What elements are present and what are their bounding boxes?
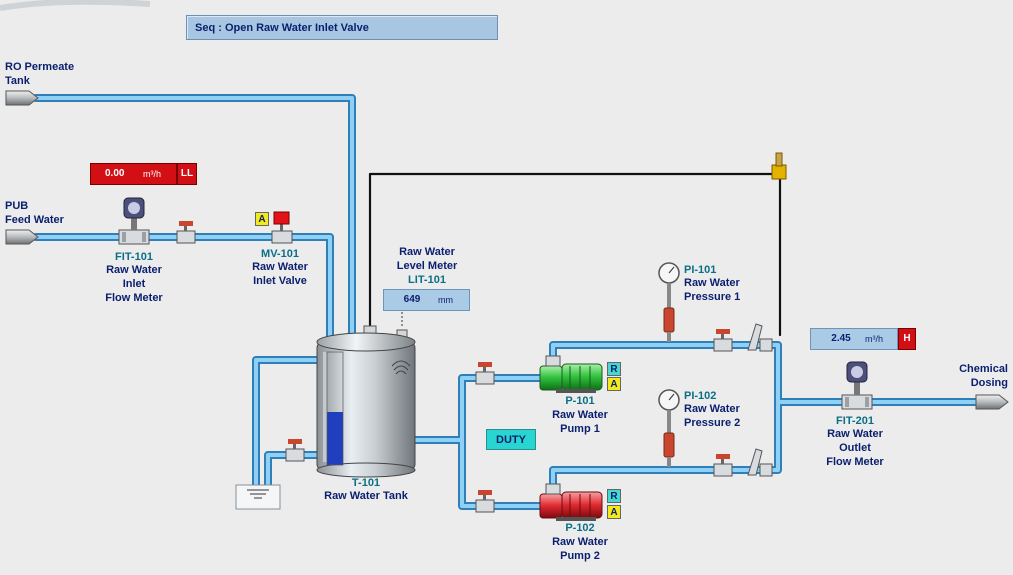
t101-tag: T-101 [351, 477, 381, 489]
pub-label: PUB [5, 200, 29, 212]
mv101-valve-icon[interactable] [271, 211, 293, 244]
pi102-tag: PI-102 [684, 390, 717, 402]
fit101-flow-meter-icon[interactable] [118, 197, 150, 245]
sequence-status: Seq : Open Raw Water Inlet Valve [186, 15, 498, 40]
mv101-name-2: Inlet Valve [253, 275, 307, 287]
p101-tag: P-101 [565, 395, 595, 407]
pi101-name-1: Raw Water [684, 277, 740, 289]
dosing-label: Dosing [970, 377, 1008, 389]
p101-mode-badge[interactable]: A [607, 377, 621, 391]
p101-discharge-valve-icon[interactable] [713, 329, 733, 352]
drain-valve-icon[interactable] [285, 439, 305, 462]
p102-pump-icon[interactable] [539, 483, 603, 521]
p101-run-badge[interactable]: R [607, 362, 621, 376]
level-sensor-icon [391, 360, 411, 375]
manual-valve-icon[interactable] [176, 221, 196, 244]
fit201-name-2: Outlet [839, 442, 871, 454]
chemical-label: Chemical [959, 363, 1008, 375]
ro-permeate-arrow-icon [5, 90, 39, 106]
fit101-name-3: Flow Meter [105, 292, 163, 304]
tank-level-fill [327, 412, 343, 465]
fit101-tag: FIT-101 [115, 251, 153, 263]
pi101-pressure-gauge-icon[interactable] [658, 262, 680, 342]
lit101-tag: LIT-101 [408, 274, 446, 286]
fit201-value-display[interactable]: 2.45 m³/h [810, 328, 898, 350]
lit101-value: 649 [403, 294, 421, 305]
feed-water-label: Feed Water [5, 214, 64, 226]
t101-name: Raw Water Tank [324, 490, 408, 502]
p102-tag: P-102 [565, 522, 595, 534]
pi101-name-2: Pressure 1 [684, 291, 741, 303]
pi102-pressure-gauge-icon[interactable] [658, 389, 680, 467]
fit201-value: 2.45 [831, 333, 851, 344]
pi102-name-1: Raw Water [684, 403, 740, 415]
p102-name-1: Raw Water [552, 536, 608, 548]
p101-pump-icon[interactable] [539, 355, 603, 393]
corner-decoration [0, 0, 151, 11]
mv101-name-1: Raw Water [252, 261, 308, 273]
fit201-flow-meter-icon[interactable] [841, 361, 873, 410]
fit101-unit: m³/h [143, 169, 161, 179]
fit101-value-display[interactable]: 0.00 m³/h [90, 163, 177, 185]
p102-run-badge[interactable]: R [607, 489, 621, 503]
fit201-unit: m³/h [865, 334, 883, 344]
p102-check-valve-icon [747, 448, 773, 477]
p102-discharge-valve-icon[interactable] [713, 454, 733, 477]
p102-name-2: Pump 2 [560, 550, 600, 562]
mv101-mode-badge[interactable]: A [255, 212, 269, 226]
lit101-value-display[interactable]: 649 mm [383, 289, 470, 311]
raw-water-tank[interactable] [316, 332, 416, 478]
duty-indicator[interactable]: DUTY [486, 429, 536, 450]
ro-tank-label: Tank [5, 75, 30, 87]
p102-mode-badge[interactable]: A [607, 505, 621, 519]
fit201-tag: FIT-201 [836, 415, 874, 427]
fit101-value: 0.00 [105, 168, 125, 179]
fit101-name-2: Inlet [122, 278, 146, 290]
mv101-tag: MV-101 [261, 248, 299, 260]
fit201-name-3: Flow Meter [826, 456, 884, 468]
ro-permeate-label: RO Permeate [5, 61, 75, 73]
lit101-name-1: Raw Water [399, 246, 455, 258]
pi102-name-2: Pressure 2 [684, 417, 741, 429]
p101-name-1: Raw Water [552, 409, 608, 421]
fit201-name-1: Raw Water [827, 428, 883, 440]
fit101-name-1: Raw Water [106, 264, 162, 276]
drain-basin-icon [235, 484, 281, 510]
p101-name-2: Pump 1 [560, 423, 600, 435]
p102-suction-valve-icon[interactable] [475, 490, 495, 513]
chemical-dosing-arrow-icon [975, 394, 1009, 410]
p101-check-valve-icon [747, 323, 773, 352]
fit101-alarm-badge: LL [177, 163, 197, 185]
pi101-tag: PI-101 [684, 264, 717, 276]
pub-feed-arrow-icon [5, 229, 39, 245]
fit201-alarm-badge: H [898, 328, 916, 350]
pressure-relief-valve-icon [771, 152, 787, 180]
lit101-name-2: Level Meter [396, 260, 458, 272]
p101-suction-valve-icon[interactable] [475, 362, 495, 385]
lit101-unit: mm [438, 295, 453, 305]
